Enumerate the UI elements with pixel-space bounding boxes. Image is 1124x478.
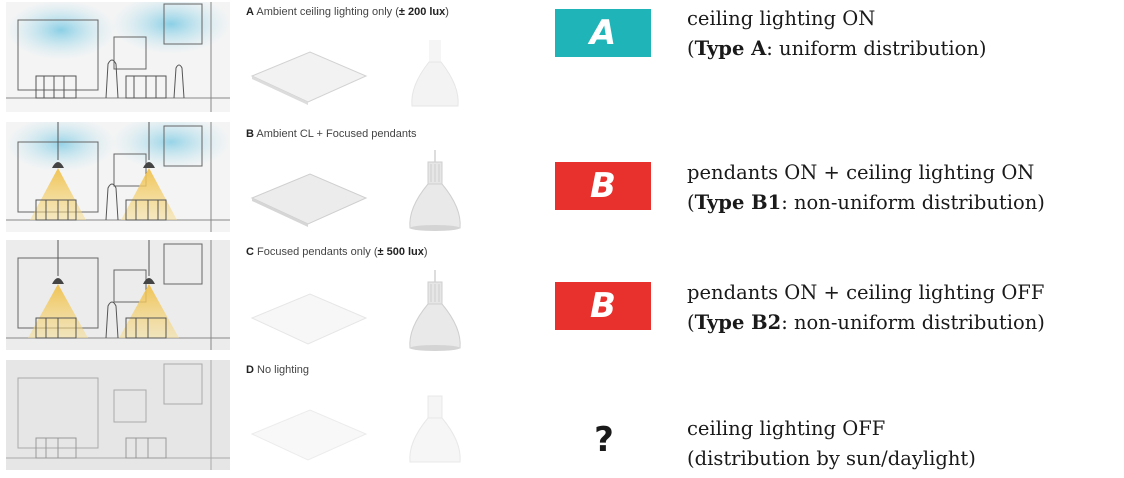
caption-d-letter: D <box>246 364 254 376</box>
description-type-a-line2: (Type A: uniform distribution) <box>687 37 987 60</box>
badge-type-a: A <box>555 9 651 57</box>
description-type-b1-line1: pendants ON + ceiling lighting ON <box>687 161 1035 184</box>
caption-a-letter: A <box>246 6 254 18</box>
badge-type-a-label: A <box>589 13 617 53</box>
caption-d-text: No lighting <box>257 364 309 376</box>
pendant-lamp-c <box>409 270 461 351</box>
scene-b-ambient-pendants <box>6 122 230 232</box>
caption-c-tail: ) <box>423 246 428 258</box>
description-type-a-line1: ceiling lighting ON <box>687 7 876 30</box>
description-no-lighting: ceiling lighting OFF (distribution by su… <box>687 414 976 474</box>
pendant-lamp-a <box>411 40 459 107</box>
description-type-b1-line2: (Type B1: non-uniform distribution) <box>687 191 1045 214</box>
question-mark-label: ? <box>594 420 614 460</box>
badge-type-b1: B <box>555 162 651 210</box>
caption-c-bold: ± 500 lux <box>377 246 424 258</box>
caption-a-bold: ± 200 lux <box>398 6 446 18</box>
caption-c-text: Focused pendants only ( <box>257 246 378 258</box>
caption-b: B Ambient CL + Focused pendants <box>246 128 486 140</box>
caption-d: D No lighting <box>246 364 486 376</box>
pendant-lamp-b <box>409 150 461 231</box>
badge-type-b1-label: B <box>590 166 616 206</box>
badge-type-b2-label: B <box>590 286 616 326</box>
caption-b-letter: B <box>246 128 254 140</box>
description-no-lighting-line2: (distribution by sun/daylight) <box>687 447 976 470</box>
question-mark-icon: ? <box>567 414 641 466</box>
description-type-b2: pendants ON + ceiling lighting OFF (Type… <box>687 278 1045 338</box>
ceiling-panel-d <box>250 409 368 461</box>
scene-d-no-lighting <box>6 360 230 470</box>
scene-c-pendants-only <box>6 240 230 350</box>
description-type-a: ceiling lighting ON (Type A: uniform dis… <box>687 4 987 64</box>
caption-b-text: Ambient CL + Focused pendants <box>256 128 417 140</box>
description-type-b1: pendants ON + ceiling lighting ON (Type … <box>687 158 1045 218</box>
caption-a-text: Ambient ceiling lighting only ( <box>256 6 399 18</box>
caption-c-letter: C <box>246 246 254 258</box>
ceiling-panel-b <box>250 173 368 227</box>
badge-type-b2: B <box>555 282 651 330</box>
ceiling-panel-a <box>250 51 368 105</box>
description-type-b2-line2: (Type B2: non-uniform distribution) <box>687 311 1045 334</box>
description-type-b2-line1: pendants ON + ceiling lighting OFF <box>687 281 1045 304</box>
pendant-lamp-d <box>409 395 461 463</box>
description-no-lighting-line1: ceiling lighting OFF <box>687 417 886 440</box>
ceiling-panel-c <box>250 293 368 345</box>
scene-a-ambient <box>6 2 230 112</box>
caption-c: C Focused pendants only (± 500 lux) <box>246 246 486 258</box>
caption-a-tail: ) <box>445 6 449 18</box>
caption-a: A Ambient ceiling lighting only (± 200 l… <box>246 6 486 18</box>
